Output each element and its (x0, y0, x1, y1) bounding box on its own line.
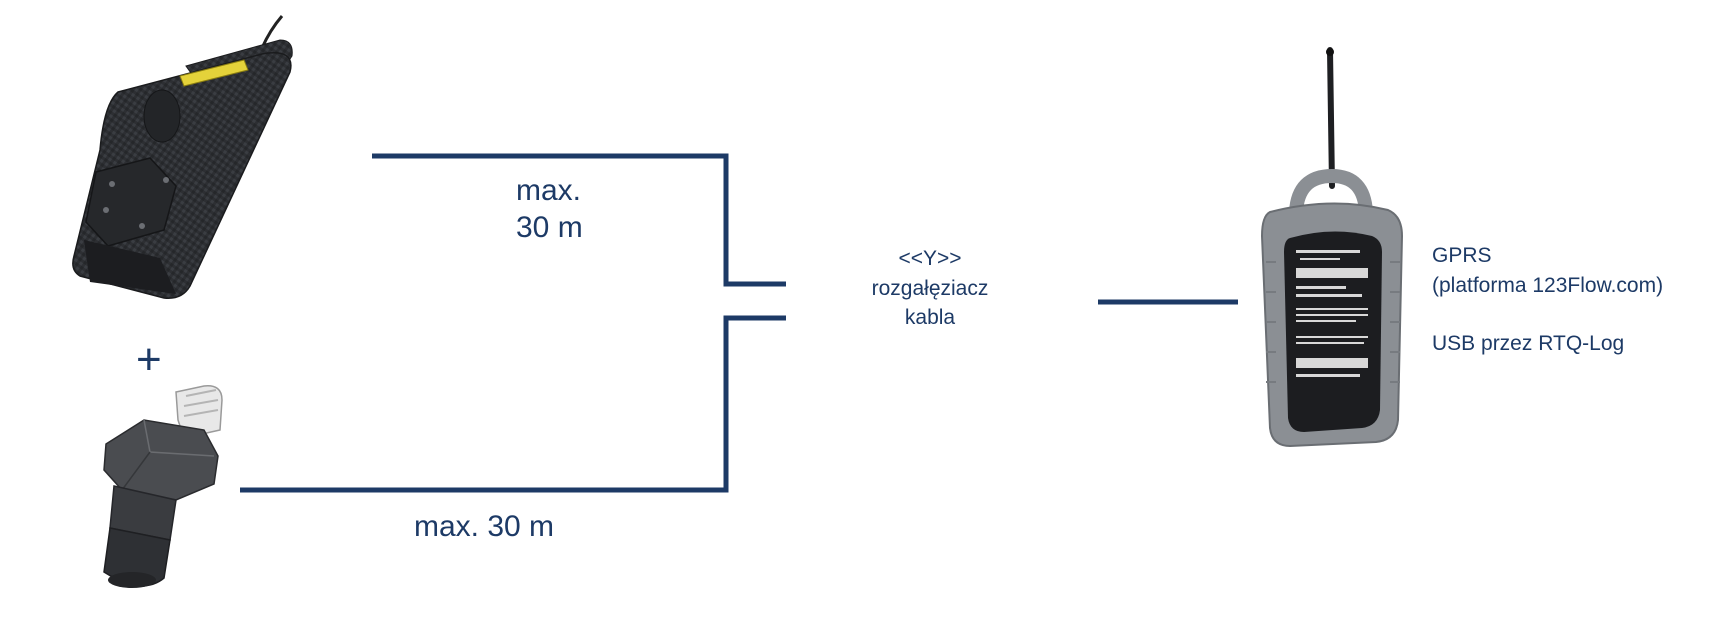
top-cable-line (372, 153, 786, 287)
pressure-sensor-device (103, 385, 223, 588)
flow-sensor-device (72, 15, 293, 299)
bottom-cable-length-label: max. 30 m (414, 510, 555, 543)
gprs-label: GPRS (1432, 244, 1492, 267)
plus-sign: + (136, 335, 162, 384)
top-cable-length-label: 30 m (516, 211, 583, 244)
splitter-label-3: kabla (904, 306, 956, 329)
connection-lines (240, 153, 1238, 493)
usb-label: USB przez RTQ-Log (1432, 332, 1625, 355)
gprs-platform-label: (platforma 123Flow.com) (1432, 274, 1664, 297)
splitter-label-1: <<Y>> (898, 247, 962, 270)
gprs-logger-device (1260, 47, 1404, 448)
top-cable-max-label: max. (516, 174, 582, 207)
splitter-label-2: rozgałęziacz (871, 277, 989, 300)
bottom-cable-line (240, 315, 786, 493)
